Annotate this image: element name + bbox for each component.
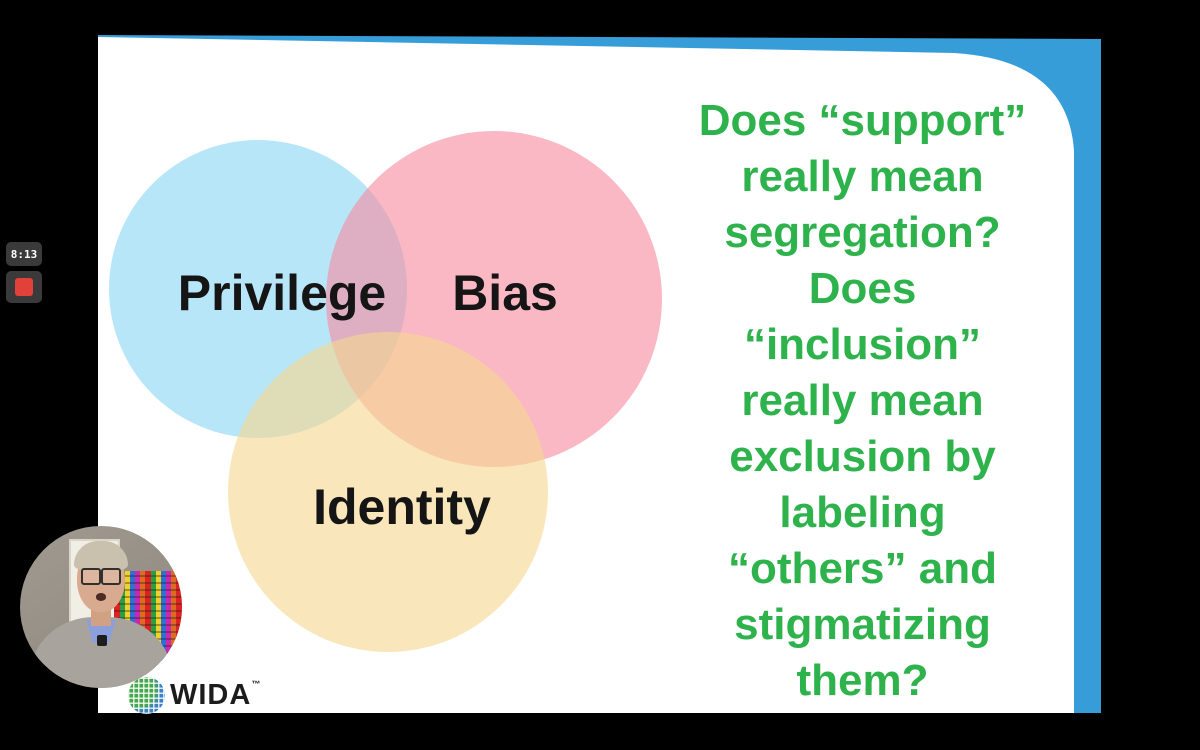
venn-label-bias: Bias bbox=[452, 265, 558, 321]
lavalier-mic bbox=[96, 634, 107, 646]
presenter-glasses bbox=[80, 568, 122, 586]
wida-logo-text: WIDA™ bbox=[170, 679, 261, 712]
stop-record-icon: ■ bbox=[15, 278, 33, 296]
wida-wordmark: WIDA bbox=[170, 679, 252, 711]
glasses-right-lens bbox=[101, 568, 122, 586]
question-text-line: really mean bbox=[741, 152, 984, 201]
recording-timer-badge: 8:13 bbox=[6, 242, 42, 266]
glasses-left-lens bbox=[80, 568, 101, 586]
presenter-mouth bbox=[96, 593, 106, 601]
question-text-line: stigmatizing bbox=[734, 600, 991, 649]
question-text-line: segregation? bbox=[724, 208, 1001, 257]
presenter-hair bbox=[74, 540, 128, 570]
presentation-slide: Privilege Bias Identity Does “support” re… bbox=[98, 33, 1101, 714]
venn-label-privilege: Privilege bbox=[177, 265, 387, 321]
question-text-line: them? bbox=[796, 656, 929, 705]
trademark-symbol: ™ bbox=[251, 679, 262, 689]
question-text-line: Does bbox=[808, 264, 917, 313]
question-text-line: Does “support” bbox=[698, 96, 1027, 145]
venn-circle-identity bbox=[228, 332, 548, 652]
question-text-line: “others” and bbox=[728, 544, 997, 593]
question-text-line: labeling bbox=[779, 488, 946, 537]
question-text-line: really mean bbox=[741, 376, 984, 425]
venn-label-identity: Identity bbox=[313, 479, 491, 535]
stop-recording-button[interactable]: ■ bbox=[6, 271, 42, 303]
question-text: Does “support” really mean segregation? Doe… bbox=[655, 93, 1070, 709]
webcam-overlay[interactable] bbox=[20, 526, 182, 688]
question-text-line: exclusion by bbox=[729, 432, 996, 481]
question-text-line: “inclusion” bbox=[743, 320, 982, 369]
